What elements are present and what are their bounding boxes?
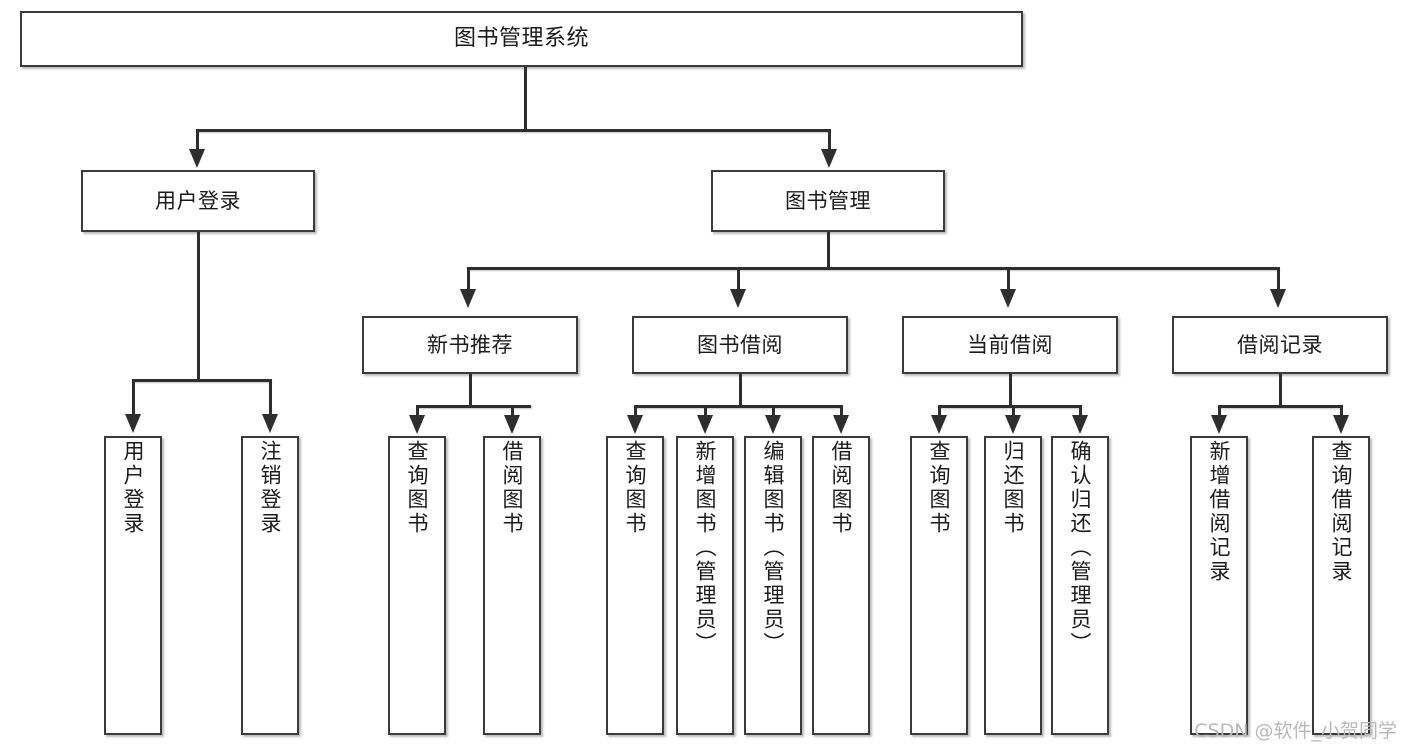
connector-drop-br-0 — [1218, 405, 1221, 417]
connector-current-borrow-stem — [1009, 374, 1012, 406]
arrowhead-user-login-leaf-1 — [262, 414, 278, 433]
node-label: 图书管理 — [785, 188, 871, 213]
connector-drop-level3-0 — [467, 267, 470, 291]
connector-user-login-stem — [197, 232, 200, 380]
arrowhead-bb-2 — [765, 415, 781, 434]
node-label: 用户登录 — [121, 440, 146, 536]
node-label: 图书管理系统 — [453, 26, 589, 52]
connector-drop-level3-3 — [1277, 267, 1280, 291]
connector-drop-cb-1 — [1012, 405, 1015, 417]
node-user-login[interactable]: 用户登录 — [81, 170, 315, 232]
arrowhead-cb-1 — [1005, 415, 1021, 434]
connector-level3-bus — [467, 267, 1279, 270]
node-new-book-recommend[interactable]: 新书推荐 — [362, 316, 578, 374]
connector-user-login-leaf-bus — [132, 379, 271, 382]
arrowhead-bb-1 — [697, 415, 713, 434]
arrowhead-br-1 — [1333, 415, 1349, 434]
connector-level2-drop-book-manage — [828, 129, 831, 151]
arrowhead-level3-1 — [730, 289, 746, 308]
arrowhead-bb-0 — [627, 415, 643, 434]
connector-borrow-record-bus — [1218, 405, 1341, 408]
node-label: 注销登录 — [258, 440, 283, 536]
connector-drop-bb-1 — [704, 405, 707, 417]
connector-level2-bus — [196, 129, 830, 132]
leaf-book-borrow-1[interactable]: 新增图书（管理员） — [676, 436, 734, 735]
leaf-user-login-1[interactable]: 注销登录 — [241, 436, 299, 735]
node-book-management[interactable]: 图书管理 — [711, 170, 945, 232]
connector-book-borrow-stem — [739, 374, 742, 406]
arrowhead-nbr-1 — [504, 415, 520, 434]
node-label: 新增借阅记录 — [1207, 440, 1232, 584]
node-label: 借阅图书 — [500, 440, 525, 536]
connector-drop-cb-0 — [938, 405, 941, 417]
arrowhead-user-login — [189, 149, 205, 168]
arrowhead-bb-3 — [833, 415, 849, 434]
node-label: 查询图书 — [927, 440, 952, 536]
connector-drop-nbr-1 — [511, 405, 514, 417]
node-label: 借阅图书 — [829, 440, 854, 536]
node-root-library-management-system[interactable]: 图书管理系统 — [20, 11, 1023, 67]
arrowhead-level3-3 — [1270, 289, 1286, 308]
connector-level2-drop-user-login — [196, 129, 199, 151]
connector-drop-bb-3 — [840, 405, 843, 417]
node-label: 新增图书（管理员） — [693, 440, 718, 656]
connector-drop-br-1 — [1340, 405, 1343, 417]
node-label: 查询图书 — [623, 440, 648, 536]
connector-drop-cb-2 — [1079, 405, 1082, 417]
node-label: 查询借阅记录 — [1329, 440, 1354, 584]
leaf-book-borrow-3[interactable]: 借阅图书 — [812, 436, 870, 735]
node-borrow-record[interactable]: 借阅记录 — [1172, 316, 1388, 374]
connector-drop-user-login-leaf-1 — [269, 379, 272, 416]
node-label: 图书借阅 — [697, 332, 783, 357]
node-label: 查询图书 — [405, 440, 430, 536]
connector-drop-bb-0 — [634, 405, 637, 417]
connector-drop-bb-2 — [772, 405, 775, 417]
arrowhead-level3-2 — [1000, 289, 1016, 308]
arrowhead-cb-0 — [931, 415, 947, 434]
watermark-text: CSDN @软件_小贺同学 — [1194, 720, 1397, 742]
leaf-borrow-record-0[interactable]: 新增借阅记录 — [1190, 436, 1248, 735]
node-label: 当前借阅 — [967, 332, 1053, 357]
leaf-current-borrow-0[interactable]: 查询图书 — [910, 436, 968, 735]
connector-drop-level3-1 — [737, 267, 740, 291]
node-book-borrow[interactable]: 图书借阅 — [632, 316, 848, 374]
node-label: 确认归还（管理员） — [1068, 440, 1093, 656]
leaf-user-login-0[interactable]: 用户登录 — [104, 436, 162, 735]
connector-new-book-recommend-stem — [469, 374, 472, 406]
leaf-new-book-recommend-0[interactable]: 查询图书 — [388, 436, 446, 735]
arrowhead-nbr-0 — [409, 415, 425, 434]
connector-drop-nbr-0 — [416, 405, 419, 417]
leaf-current-borrow-2[interactable]: 确认归还（管理员） — [1051, 436, 1109, 735]
connector-root-stem — [524, 67, 527, 130]
connector-new-book-recommend-bus — [416, 405, 531, 408]
leaf-book-borrow-0[interactable]: 查询图书 — [606, 436, 664, 735]
node-label: 用户登录 — [155, 188, 241, 213]
connector-borrow-record-stem — [1279, 374, 1282, 406]
connector-current-borrow-bus — [938, 405, 1081, 408]
node-label: 归还图书 — [1001, 440, 1026, 536]
leaf-book-borrow-2[interactable]: 编辑图书（管理员） — [744, 436, 802, 735]
connector-book-management-stem — [827, 232, 830, 269]
connector-drop-user-login-leaf-0 — [132, 379, 135, 416]
arrowhead-level3-0 — [460, 289, 476, 308]
arrowhead-user-login-leaf-0 — [125, 414, 141, 433]
arrowhead-book-manage — [821, 149, 837, 168]
node-label: 编辑图书（管理员） — [761, 440, 786, 656]
node-label: 新书推荐 — [427, 332, 513, 357]
node-label: 借阅记录 — [1237, 332, 1323, 357]
connector-drop-level3-2 — [1007, 267, 1010, 291]
leaf-new-book-recommend-1[interactable]: 借阅图书 — [483, 436, 541, 735]
connector-book-borrow-bus — [634, 405, 842, 408]
leaf-current-borrow-1[interactable]: 归还图书 — [984, 436, 1042, 735]
arrowhead-br-0 — [1211, 415, 1227, 434]
node-current-borrow[interactable]: 当前借阅 — [902, 316, 1118, 374]
leaf-borrow-record-1[interactable]: 查询借阅记录 — [1312, 436, 1370, 735]
arrowhead-cb-2 — [1072, 415, 1088, 434]
